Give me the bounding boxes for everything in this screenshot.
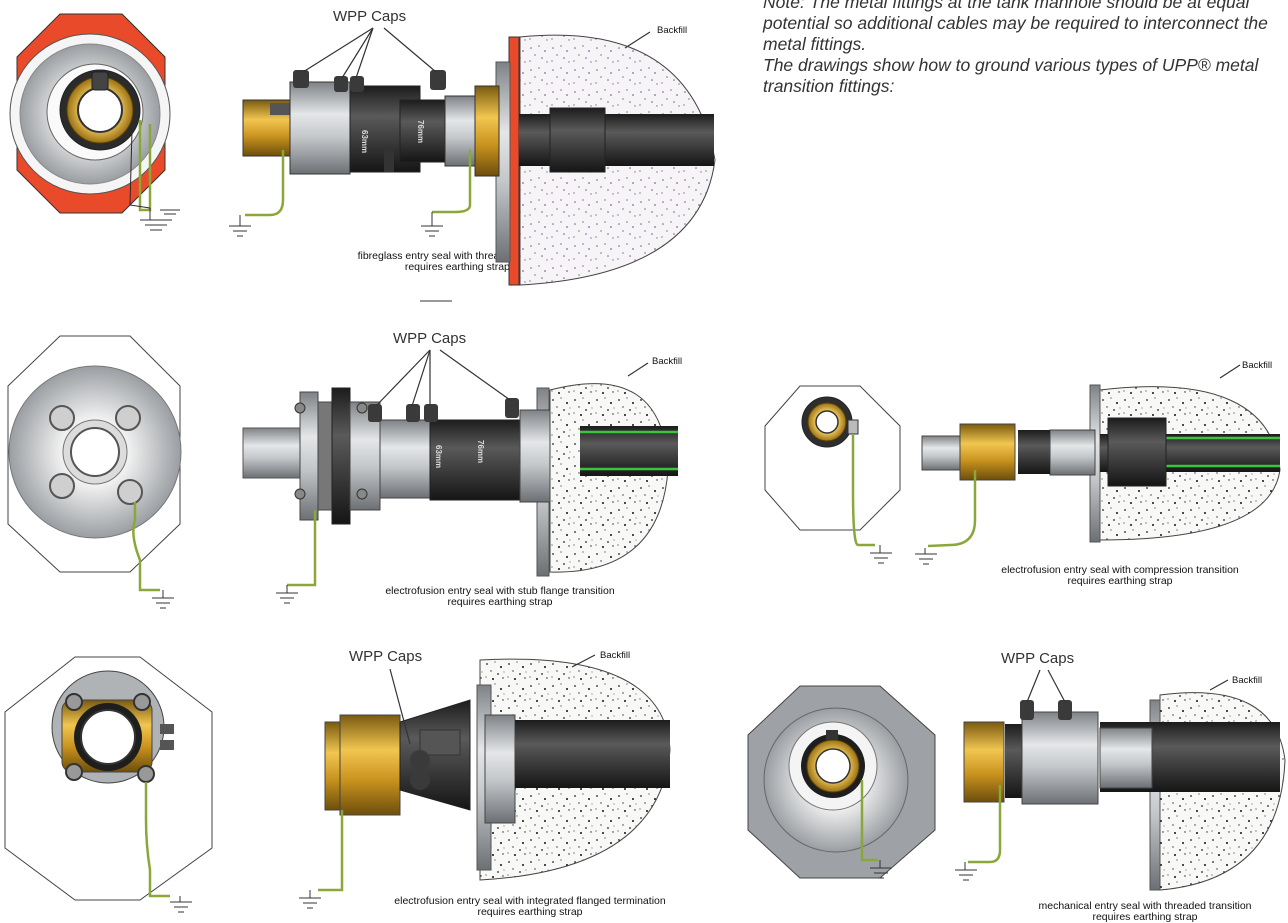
caption-fig4: electrofusion entry seal with integrated… [360, 896, 700, 918]
fig5-side-view [963, 692, 1286, 891]
wpp-caps-label-3: WPP Caps [349, 648, 423, 665]
caption-fig5: mechanical entry seal with threaded tran… [995, 901, 1288, 923]
fig5-front-view [747, 685, 936, 879]
caption-fig5-line1: mechanical entry seal with threaded tran… [1038, 900, 1252, 912]
fig4-side-ground-symbol [299, 890, 321, 909]
backfill-label-4: Backfill [600, 650, 631, 661]
backfill-label-2: Backfill [652, 356, 683, 367]
caption-fig3: electrofusion entry seal with compressio… [960, 565, 1280, 587]
wpp-caps-label-1: WPP Caps [333, 8, 407, 25]
fig4-leaders [389, 654, 596, 745]
fig4-side-view [318, 658, 671, 892]
fig5-ground-symbol [870, 860, 892, 879]
fig2-front-view [7, 335, 182, 592]
caption-fig5-line2: requires earthing strap [1092, 911, 1198, 923]
caption-fig1: fibreglass entry seal with threaded tran… [310, 251, 610, 273]
backfill-label-1: Backfill [657, 25, 688, 36]
note-line-2: The drawings show how to ground various … [763, 55, 1259, 96]
fig1-wpp-leaders [302, 27, 651, 79]
dim-63-label-1: 63mm [360, 130, 369, 153]
note-line-1: Note: The metal fittings at the tank man… [763, 0, 1268, 54]
caption-fig2-line2: requires earthing strap [447, 596, 553, 608]
note-text: Note: The metal fittings at the tank man… [763, 0, 1283, 97]
caption-fig1-line1: fibreglass entry seal with threaded tran… [357, 250, 563, 262]
caption-fig3-line2: requires earthing strap [1067, 575, 1173, 587]
fig5-side-ground-symbol [955, 862, 977, 881]
fig5-leaders [1026, 669, 1229, 703]
fig4-front-view [4, 656, 213, 901]
caption-fig1-line2: requires earthing straps [404, 261, 516, 273]
fig1-side-ground-symbols [229, 212, 443, 237]
caption-fig3-line1: electrofusion entry seal with compressio… [1001, 564, 1239, 576]
wpp-caps-label-4: WPP Caps [1001, 650, 1075, 667]
fig3-backfill-leader [1219, 364, 1241, 379]
wpp-caps-label-2: WPP Caps [393, 330, 467, 347]
fig2-ground-symbol [152, 590, 174, 609]
fig2-wpp-leaders [375, 349, 649, 407]
dim-63-label-2: 63mm [434, 445, 443, 468]
fig3-front-view [764, 385, 901, 547]
fig3-side-view [921, 384, 1281, 548]
fig1-ground-symbols [140, 208, 180, 231]
caption-fig2: electrofusion entry seal with stub flang… [340, 586, 660, 608]
fig2-side-ground-symbol [276, 585, 298, 604]
caption-fig4-line2: requires earthing strap [477, 906, 583, 918]
fig1-side-view [242, 34, 716, 286]
caption-fig2-line1: electrofusion entry seal with stub flang… [385, 585, 615, 597]
dim-76-label-1: 76mm [416, 120, 425, 143]
backfill-label-3: Backfill [1242, 360, 1273, 371]
fig4-ground-symbol [170, 896, 192, 913]
fig3-ground-symbols [870, 545, 937, 565]
fig2-side-view [242, 383, 678, 587]
dim-76-label-2: 76mm [476, 440, 485, 463]
fig1-front-view [9, 13, 171, 214]
caption-fig4-line1: electrofusion entry seal with integrated… [394, 895, 666, 907]
backfill-label-5: Backfill [1232, 675, 1263, 686]
